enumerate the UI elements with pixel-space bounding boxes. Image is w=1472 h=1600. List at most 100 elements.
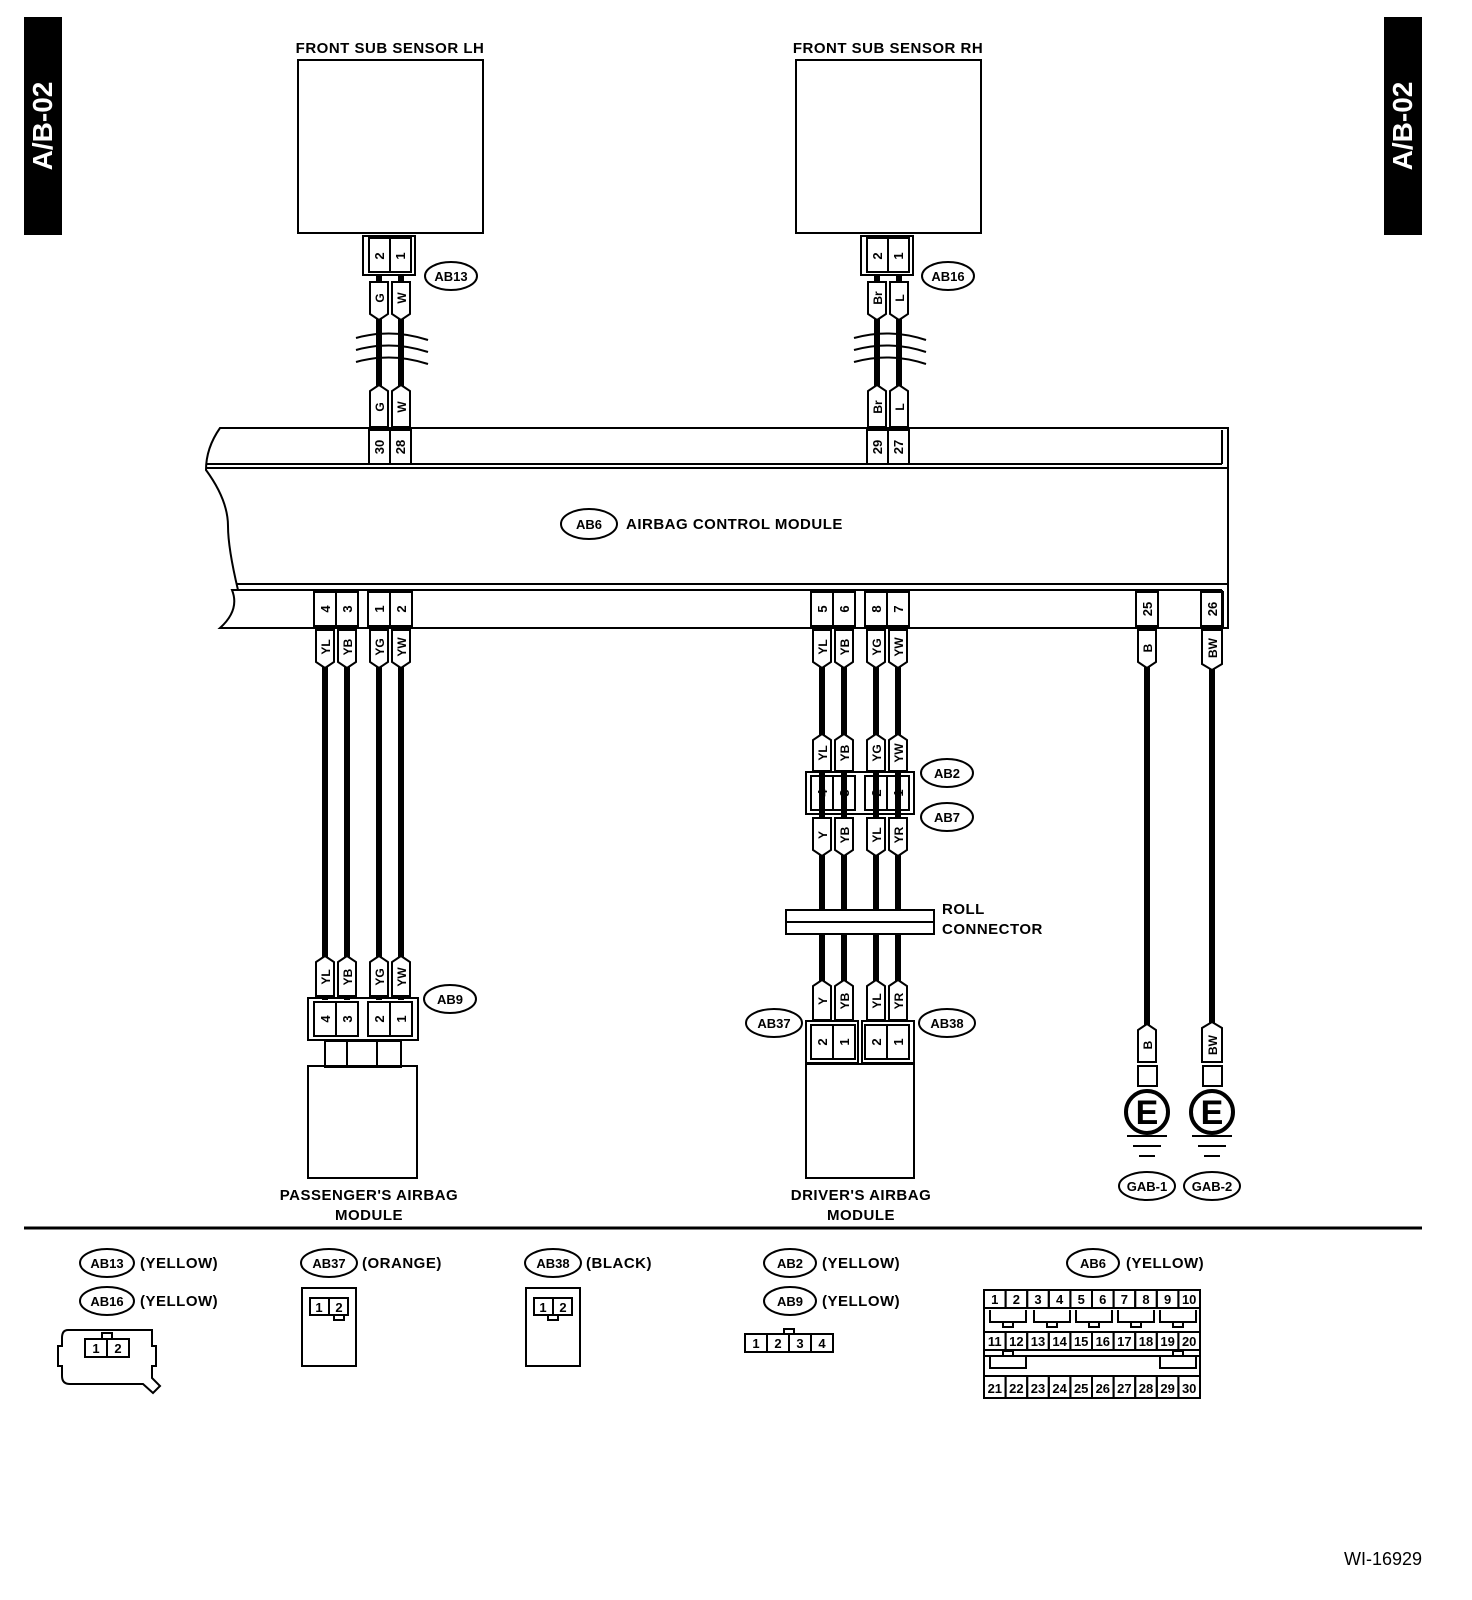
svg-text:AB37: AB37 xyxy=(312,1256,345,1271)
wire-code: L xyxy=(893,403,907,410)
legend-pin: 2 xyxy=(114,1341,121,1356)
ab6-pin-label: 4 xyxy=(1056,1292,1064,1307)
wire-code: YL xyxy=(816,745,830,760)
airbag-control-module xyxy=(204,427,1229,629)
ab38-tag: AB38 xyxy=(918,1008,976,1038)
ab38-pin: 2 xyxy=(869,1038,884,1045)
wire-code: L xyxy=(893,294,907,301)
passenger-airbag-module-label: PASSENGER'S AIRBAG xyxy=(280,1187,458,1204)
ab6-pin-label: 7 xyxy=(1121,1292,1128,1307)
wire-code: YW xyxy=(892,637,906,657)
wire-code: YW xyxy=(395,637,409,657)
ab6-pin-label: 16 xyxy=(1096,1334,1110,1349)
lh-wire-codes: G W G W xyxy=(369,281,411,428)
acm-pin: 2 xyxy=(394,605,409,612)
driver-airbag-module xyxy=(805,1063,915,1179)
ab6-pin-label: 2 xyxy=(1013,1292,1020,1307)
ab6-pin-label: 13 xyxy=(1031,1334,1045,1349)
page-tab-right: A/B-02 xyxy=(1384,17,1422,235)
ab6-pin-label: 8 xyxy=(1142,1292,1149,1307)
ab9-pin: 1 xyxy=(394,1015,409,1022)
passenger-airbag-module xyxy=(307,1065,418,1179)
ab2-tag: AB2 xyxy=(920,758,974,788)
wire-code: Y xyxy=(816,831,830,839)
ab9-tag: AB9 xyxy=(423,984,477,1014)
svg-text:AB6: AB6 xyxy=(576,517,602,532)
wire-code: B xyxy=(1141,643,1155,652)
ab16-connector-pins: 2 1 xyxy=(866,237,910,273)
ab6-color: (YELLOW) xyxy=(1126,1255,1204,1272)
svg-text:AB9: AB9 xyxy=(437,992,463,1007)
acm-pin: 6 xyxy=(837,605,852,612)
acm-top-pins: 30 28 29 27 xyxy=(368,429,910,465)
legend-ab37-connector-face: 1 2 xyxy=(301,1287,357,1367)
ab2-connector-pins: 4 3 2 1 xyxy=(810,775,910,811)
front-sub-sensor-lh-label: FRONT SUB SENSOR LH xyxy=(296,40,485,57)
legend-ab38-connector-face: 1 2 xyxy=(525,1287,581,1367)
ab6-pin-label: 23 xyxy=(1031,1381,1045,1396)
acm-pin: 25 xyxy=(1140,602,1155,616)
acm-pin: 29 xyxy=(870,440,885,454)
wire-code: YG xyxy=(870,638,884,655)
wire-code: YB xyxy=(341,638,355,655)
ground-symbol: E xyxy=(1136,1094,1159,1132)
ab13-pin: 1 xyxy=(393,252,408,259)
wire-code: YR xyxy=(892,992,906,1009)
ab6-pin-label: 17 xyxy=(1117,1334,1131,1349)
document-code: WI-16929 xyxy=(1343,1549,1422,1569)
ab6-pin-label: 30 xyxy=(1182,1381,1196,1396)
wire-code: W xyxy=(395,401,409,413)
legend-ab13: AB13 (YELLOW) xyxy=(79,1248,218,1278)
ab6-pin-label: 10 xyxy=(1182,1292,1196,1307)
ab2-ab7-connector-housing xyxy=(805,771,915,815)
acm-pin: 4 xyxy=(318,605,333,613)
driver-wire-codes-lower: Y YB YL YR xyxy=(812,978,908,1021)
front-sub-sensor-lh xyxy=(297,59,484,234)
ab37-tag: AB37 xyxy=(745,1008,803,1038)
acm-bottom-pins: 4 3 1 2 5 6 8 7 25 26 xyxy=(313,591,1224,627)
ground-terminal-gab2: E xyxy=(1189,1065,1235,1157)
svg-text:AB16: AB16 xyxy=(90,1294,123,1309)
svg-text:AB13: AB13 xyxy=(90,1256,123,1271)
roll-connector-label-2: CONNECTOR xyxy=(942,921,1043,938)
ab2-pin: 4 xyxy=(815,789,830,797)
svg-text:AB13: AB13 xyxy=(434,269,467,284)
ground-symbol: E xyxy=(1201,1094,1224,1132)
driver-wire-codes-middle: Y YB YL YR xyxy=(812,817,908,858)
driver-wires xyxy=(819,628,901,1022)
acm-pin: 27 xyxy=(891,440,906,454)
ab13-tag: AB13 xyxy=(424,261,478,291)
ab9-color: (YELLOW) xyxy=(822,1293,900,1310)
ab6-pin-label: 11 xyxy=(988,1334,1002,1349)
ab6-pin-label: 5 xyxy=(1078,1292,1085,1307)
ab6-pin-cell xyxy=(1177,1375,1202,1399)
ab2-pin: 1 xyxy=(891,789,906,796)
svg-text:AB9: AB9 xyxy=(777,1294,803,1309)
legend-sensor-connector-face: 1 2 xyxy=(57,1329,162,1395)
rh-twisted-pair-mark xyxy=(853,332,927,365)
ab7-tag: AB7 xyxy=(920,802,974,832)
passenger-airbag-module-label-2: MODULE xyxy=(335,1207,403,1224)
svg-text:AB37: AB37 xyxy=(757,1016,790,1031)
ab16-connector-housing xyxy=(860,235,914,276)
ab6-pin-label: 9 xyxy=(1164,1292,1171,1307)
acm-pin: 1 xyxy=(372,605,387,612)
gab2-tag: GAB-2 xyxy=(1183,1171,1241,1201)
legend-ab2: AB2 (YELLOW) xyxy=(763,1248,900,1278)
ab6-pin-label: 19 xyxy=(1160,1334,1174,1349)
ab37-pin: 2 xyxy=(815,1038,830,1045)
ground-terminal-gab1: E xyxy=(1124,1065,1170,1157)
svg-text:AB7: AB7 xyxy=(934,810,960,825)
svg-text:AB38: AB38 xyxy=(930,1016,963,1031)
wire-code: YB xyxy=(838,992,852,1009)
ab6-pin-label: 26 xyxy=(1096,1381,1110,1396)
legend-ab16: AB16 (YELLOW) xyxy=(79,1286,218,1316)
ab6-pin-label: 21 xyxy=(988,1381,1002,1396)
wire-code: Br xyxy=(871,400,885,414)
ab6-pin-label: 27 xyxy=(1117,1381,1131,1396)
airbag-control-module-label: AIRBAG CONTROL MODULE xyxy=(626,516,843,533)
ab6-pin-label: 22 xyxy=(1009,1381,1023,1396)
wire-code: YL xyxy=(319,639,333,654)
